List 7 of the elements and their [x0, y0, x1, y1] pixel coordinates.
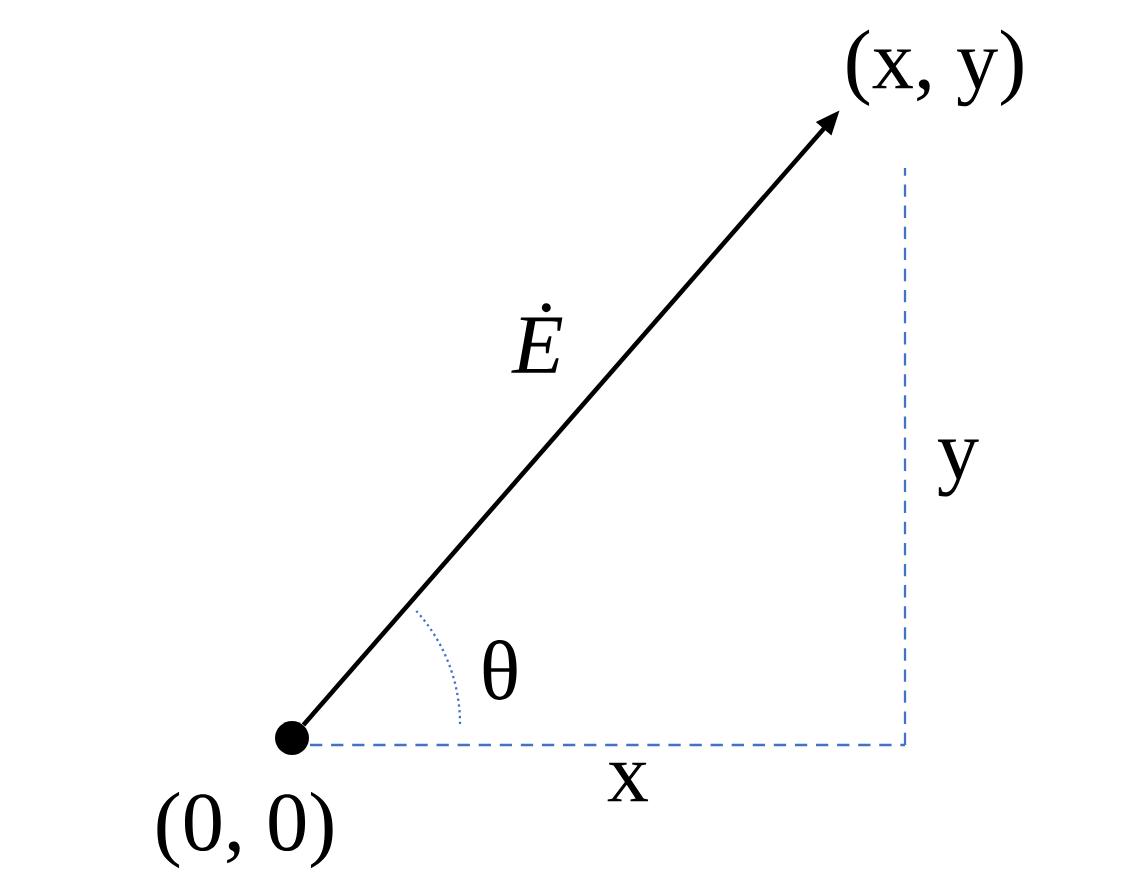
- axis-label: y: [937, 439, 979, 497]
- axis-label: θ: [483, 640, 517, 700]
- point-label: (0, 0): [157, 791, 333, 869]
- axis-label: x: [607, 762, 649, 802]
- point-dot: [275, 721, 309, 755]
- edge-label: Ė: [511, 303, 563, 373]
- point-label: (x, y): [847, 29, 1023, 107]
